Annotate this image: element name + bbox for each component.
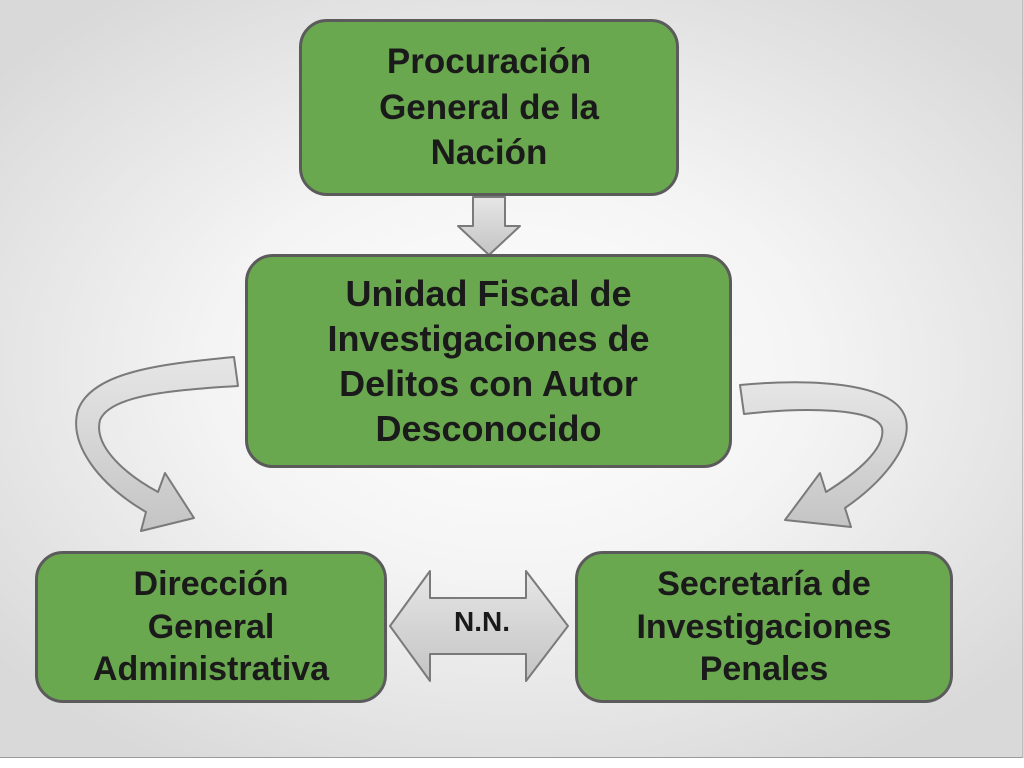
node-unidad-fiscal-label: Unidad Fiscal de Investigaciones de Deli… xyxy=(327,273,650,449)
node-secretaria-label: Secretaría de Investigaciones Penales xyxy=(636,565,892,689)
node-secretaria-investigaciones: Secretaría de Investigaciones Penales xyxy=(575,551,953,703)
arrow-down-procuracion-to-unidad xyxy=(457,196,521,256)
double-arrow-direccion-secretaria xyxy=(389,570,569,682)
curved-arrow-unidad-to-secretaria xyxy=(739,381,908,528)
node-direccion-label: Dirección General Administrativa xyxy=(92,565,330,689)
curved-arrow-unidad-to-direccion xyxy=(75,356,239,532)
bottom-strip xyxy=(0,758,1024,768)
node-direccion-general: Dirección General Administrativa xyxy=(35,551,387,703)
node-procuracion-label: Procuración General de la Nación xyxy=(379,42,599,173)
node-unidad-fiscal: Unidad Fiscal de Investigaciones de Deli… xyxy=(245,254,732,468)
connector-label-nn: N.N. xyxy=(454,606,510,637)
node-procuracion-general: Procuración General de la Nación xyxy=(299,19,679,196)
